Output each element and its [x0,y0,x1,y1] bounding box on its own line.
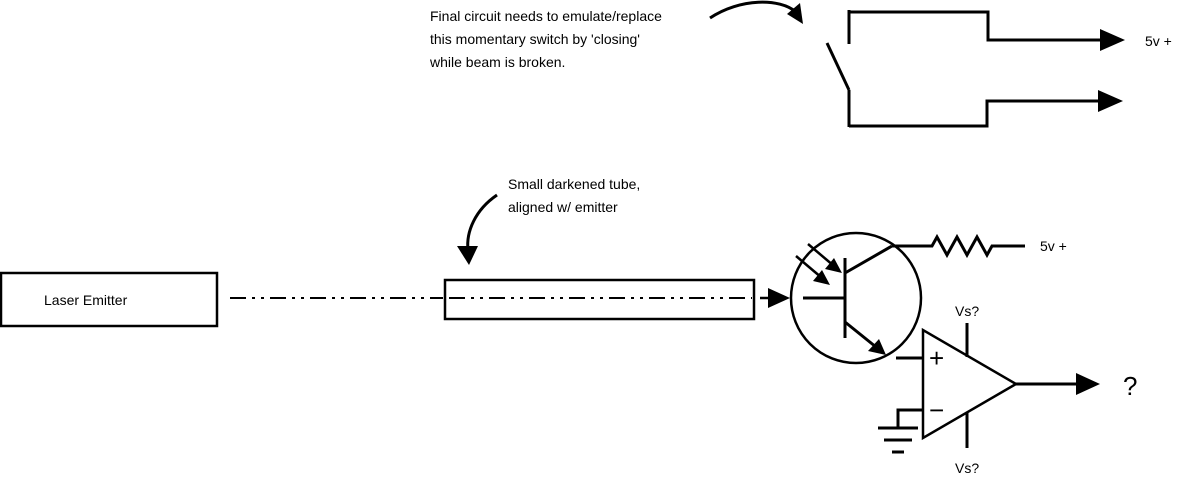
laser-emitter: Laser Emitter [0,271,219,328]
light-ray-arrow-1 [795,255,823,279]
op-amp-minus-input [896,408,923,428]
switch-bottom-arrowhead [1098,90,1123,112]
tube-note-line-1: Small darkened tube, [508,176,640,192]
beam-arrowhead [768,288,790,308]
switch-note-line-2: this momentary switch by 'closing' [430,31,640,47]
momentary-switch [825,10,1125,128]
phototransistor-collector [844,244,893,275]
note-pointer-arrow [709,0,803,24]
op-amp-minus-symbol: − [929,395,944,425]
switch-note-line-1: Final circuit needs to emulate/replace [430,8,662,24]
tube-note-line-2: aligned w/ emitter [508,199,618,215]
phototransistor [789,231,923,365]
op-amp-plus-symbol: + [929,343,944,373]
laser-emitter-label: Laser Emitter [44,292,128,308]
darkened-tube [443,278,756,321]
switch-5v-label: 5v + [1145,33,1172,49]
light-ray-arrowhead-2 [825,258,842,273]
op-amp: + − [878,323,1100,454]
light-ray-arrow-2 [807,243,835,267]
phototransistor-emitter-arrowhead [868,339,886,355]
switch-bottom-wire [849,99,1098,128]
tube-pointer-arrow [457,193,498,265]
switch-top-arrowhead [1100,29,1125,51]
switch-note: Final circuit needs to emulate/replace t… [429,8,662,70]
switch-lever [825,42,851,91]
phototransistor-emitter [844,320,877,349]
resistor-5v-label: 5v + [1040,238,1067,254]
resistor [892,233,1025,259]
switch-top-wire [849,10,1100,42]
light-ray-arrowhead-1 [813,270,830,285]
phototransistor-body [789,231,923,365]
tube-note: Small darkened tube, aligned w/ emitter [508,176,640,215]
laser-emitter-box [0,271,219,328]
op-amp-output-arrowhead [1076,373,1100,395]
resistor-zigzag [892,233,1025,259]
switch-note-line-3: while beam is broken. [429,54,565,70]
output-question-label: ? [1123,371,1137,401]
op-amp-top-supply-label: Vs? [955,303,979,319]
op-amp-triangle [921,327,1019,441]
op-amp-bottom-supply-label: Vs? [955,460,979,476]
